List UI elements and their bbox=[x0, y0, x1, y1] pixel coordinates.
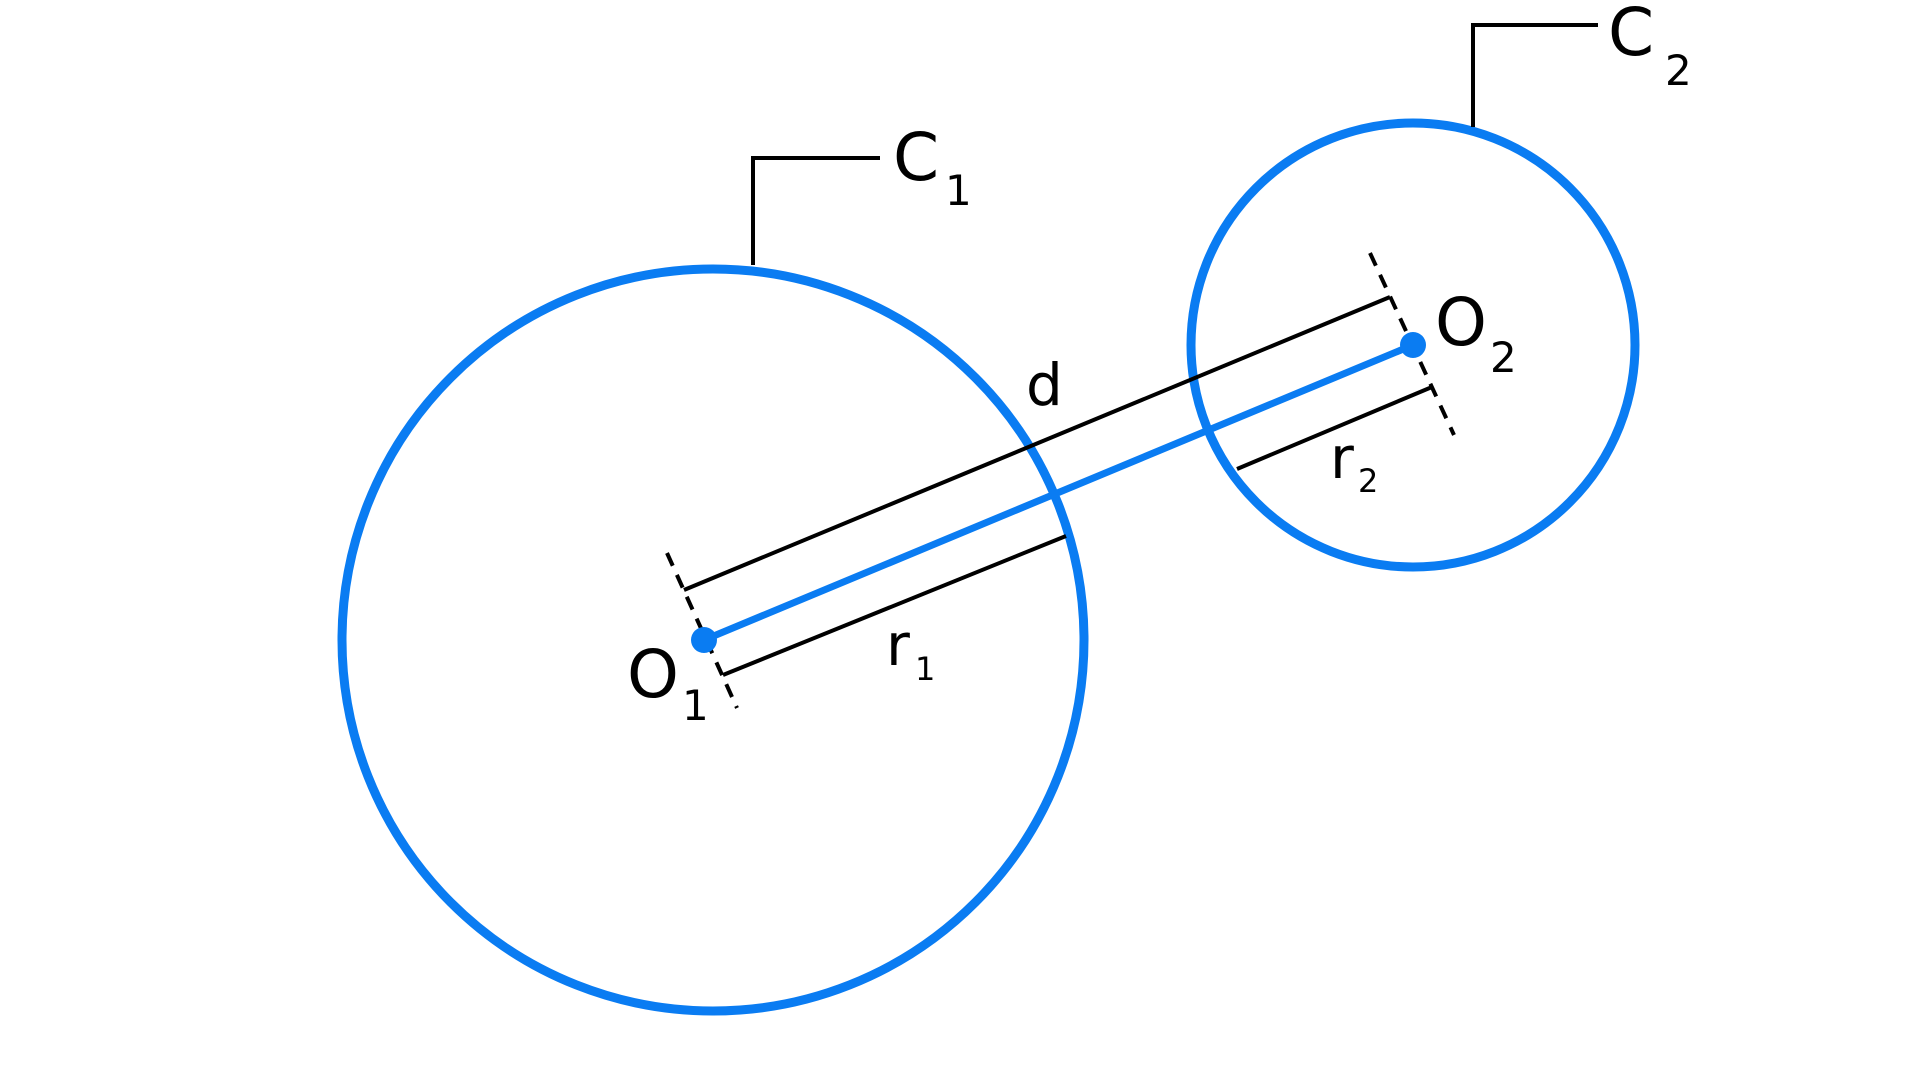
label-r2-sub: 2 bbox=[1358, 462, 1378, 500]
label-o2: O bbox=[1435, 284, 1487, 361]
circle-c2 bbox=[1186, 118, 1640, 572]
label-r2-subscript: 2 bbox=[1358, 462, 1378, 500]
label-r2-main: r bbox=[1330, 424, 1354, 492]
label-c2-main: C bbox=[1608, 0, 1654, 71]
label-c1-main: C bbox=[893, 119, 939, 196]
label-c2-subscript: 2 bbox=[1665, 46, 1692, 95]
label-o1-sub: 1 bbox=[682, 681, 709, 730]
label-r2: r bbox=[1330, 424, 1354, 492]
label-c2-sub: 2 bbox=[1665, 46, 1692, 95]
label-c2: C bbox=[1608, 0, 1654, 71]
label-d: d bbox=[1026, 351, 1063, 419]
label-r1-sub: 1 bbox=[915, 650, 935, 688]
label-r1: r bbox=[886, 611, 910, 679]
label-r1-subscript: 1 bbox=[915, 650, 935, 688]
label-o2-sub: 2 bbox=[1490, 333, 1517, 382]
label-o1-subscript: 1 bbox=[682, 681, 709, 730]
label-o1: O bbox=[627, 636, 679, 713]
radius-r2-line bbox=[1236, 385, 1433, 471]
leader-c1 bbox=[751, 156, 880, 265]
center-point-o2 bbox=[1400, 332, 1426, 358]
label-o2-subscript: 2 bbox=[1490, 333, 1517, 382]
label-o2-main: O bbox=[1435, 284, 1487, 361]
label-c1-sub: 1 bbox=[945, 166, 972, 215]
label-c1: C bbox=[893, 119, 939, 196]
leader-c2 bbox=[1471, 23, 1598, 127]
label-c1-subscript: 1 bbox=[945, 166, 972, 215]
radius-r1-line bbox=[722, 534, 1067, 677]
circle-c1 bbox=[337, 264, 1089, 1016]
center-line-o1-o2 bbox=[700, 341, 1417, 644]
label-o1-main: O bbox=[627, 636, 679, 713]
center-point-o1 bbox=[691, 627, 717, 653]
label-r1-main: r bbox=[886, 611, 910, 679]
distance-d-line bbox=[683, 295, 1391, 592]
